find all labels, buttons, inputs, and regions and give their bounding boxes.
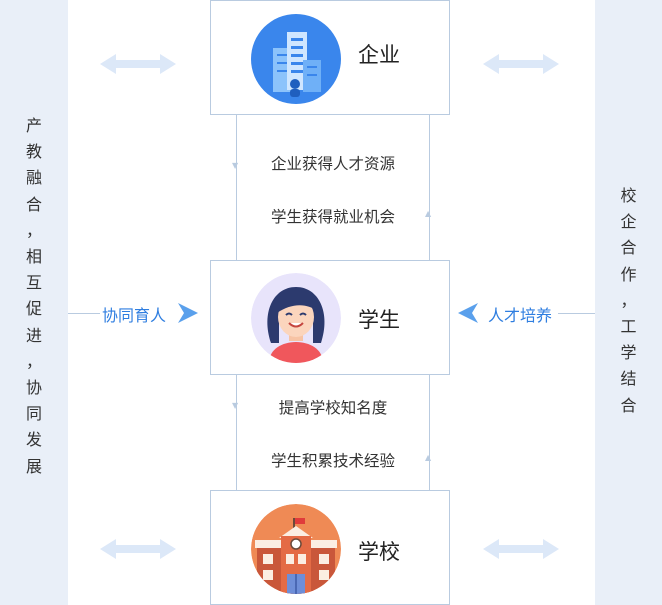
left-char: 发 xyxy=(25,430,42,450)
down-arrow-icon: ▼ xyxy=(232,401,239,410)
left-char: 展 xyxy=(25,456,42,476)
right-char: 企 xyxy=(620,212,637,232)
right-char: 合 xyxy=(620,395,637,415)
node-title: 学校 xyxy=(358,540,400,564)
connector-line xyxy=(236,114,237,261)
left-char: ， xyxy=(25,351,42,371)
connector-line xyxy=(236,374,237,491)
down-arrow-icon: ▼ xyxy=(232,161,239,170)
left-char: 互 xyxy=(25,273,42,293)
double-arrow-icon xyxy=(100,54,176,74)
node-title: 企业 xyxy=(358,43,400,67)
left-char: ， xyxy=(25,220,42,240)
right-char: 结 xyxy=(620,369,637,389)
left-char: 促 xyxy=(25,299,42,319)
double-arrow-icon xyxy=(483,54,559,74)
right-vertical-text: 校 企 合 作 ， 工 学 结 合 xyxy=(595,183,662,419)
side-connector-line xyxy=(558,313,595,314)
right-panel: 校 企 合 作 ， 工 学 结 合 xyxy=(595,0,662,605)
left-char: 相 xyxy=(25,247,42,267)
school-node: 学校 xyxy=(210,490,450,605)
left-char: 进 xyxy=(25,325,42,345)
left-char: 同 xyxy=(25,404,42,424)
up-arrow-icon: ▲ xyxy=(425,209,432,218)
right-arrow-icon xyxy=(178,303,198,323)
right-char: 作 xyxy=(620,264,637,284)
connector-line xyxy=(429,374,430,491)
school-building-icon xyxy=(251,504,341,594)
left-panel: 产 教 融 合 ， 相 互 促 进 ， 协 同 发 展 xyxy=(0,0,68,605)
left-char: 协 xyxy=(25,378,42,398)
office-buildings-icon xyxy=(251,14,341,104)
left-char: 合 xyxy=(25,194,42,214)
student-node: 学生 xyxy=(210,260,450,375)
side-connector-line xyxy=(68,313,100,314)
link-text: 学生获得就业机会 xyxy=(270,208,395,226)
left-arrow-icon xyxy=(458,303,478,323)
connector-line xyxy=(429,114,430,261)
right-char: 工 xyxy=(620,317,637,337)
link-text: 学生积累技术经验 xyxy=(270,452,395,470)
right-char: ， xyxy=(620,290,637,310)
left-side-label: 协同育人 xyxy=(102,306,167,325)
left-char: 教 xyxy=(25,142,42,162)
right-char: 合 xyxy=(620,238,637,258)
student-avatar-icon xyxy=(251,273,341,363)
left-char: 融 xyxy=(25,168,42,188)
right-side-label: 人才培养 xyxy=(488,306,553,325)
double-arrow-icon xyxy=(100,539,176,559)
link-text: 企业获得人才资源 xyxy=(270,155,395,173)
node-title: 学生 xyxy=(358,308,400,332)
up-arrow-icon: ▲ xyxy=(425,453,432,462)
double-arrow-icon xyxy=(483,539,559,559)
left-vertical-text: 产 教 融 合 ， 相 互 促 进 ， 协 同 发 展 xyxy=(0,113,68,480)
enterprise-node: 企业 xyxy=(210,0,450,115)
right-char: 校 xyxy=(620,186,637,205)
left-char: 产 xyxy=(25,116,42,135)
right-char: 学 xyxy=(620,343,637,363)
link-text: 提高学校知名度 xyxy=(278,399,388,417)
